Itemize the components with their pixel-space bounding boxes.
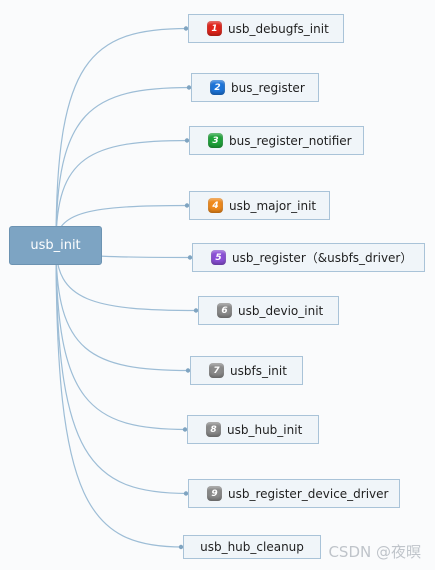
priority-7-icon: 7 [209,363,224,378]
node-label: usb_hub_cleanup [200,540,304,554]
node-label: usb_hub_init [227,422,303,437]
connector-endpoint-dot [185,368,191,373]
connector-line [55,244,184,548]
node-label: usb_debugfs_init [228,21,329,36]
priority-4-icon: 4 [208,198,223,213]
node-usb-hub-init[interactable]: 8 usb_hub_init [187,415,319,444]
connector-line [55,244,191,372]
connector-line [55,244,188,431]
connector-endpoint-dot [184,138,190,143]
priority-8-icon: 8 [206,422,221,437]
node-usb-devio-init[interactable]: 6 usb_devio_init [198,296,339,325]
connector-endpoint-dot [187,255,193,260]
watermark: CSDN @夜暝 [328,543,421,561]
root-node-label: usb_init [30,238,81,253]
priority-6-icon: 6 [217,303,232,318]
node-usb-debugfs-init[interactable]: 1 usb_debugfs_init [188,14,344,43]
connector-endpoint-dot [183,26,189,31]
node-bus-register[interactable]: 2 bus_register [191,73,319,102]
node-label: usb_devio_init [238,303,324,318]
node-label: usbfs_init [230,363,287,378]
connector-line [55,139,190,246]
connector-endpoint-dot [184,203,190,208]
connector-endpoint-dot [193,308,199,313]
root-node-usb-init[interactable]: usb_init [9,226,102,265]
node-bus-register-notifier[interactable]: 3 bus_register_notifier [189,126,364,155]
node-usb-hub-cleanup[interactable]: usb_hub_cleanup [183,535,321,559]
connector-endpoint-dot [178,544,184,550]
priority-2-icon: 2 [210,80,225,95]
connector-line [55,27,189,246]
priority-3-icon: 3 [208,133,223,148]
priority-1-icon: 1 [207,21,222,36]
connector-line [55,244,189,495]
node-usbfs-init[interactable]: 7 usbfs_init [190,356,303,385]
node-label: usb_major_init [229,198,317,213]
node-label: bus_register_notifier [229,133,352,148]
connector-endpoint-dot [182,427,188,432]
priority-5-icon: 5 [211,250,226,265]
connector-line [55,86,192,246]
priority-9-icon: 9 [207,486,222,501]
node-label: bus_register [231,80,305,95]
node-label: usb_register（&usbfs_driver） [232,251,413,265]
node-label: usb_register_device_driver [228,486,389,501]
connector-endpoint-dot [186,85,192,90]
node-usb-register-usbfs-driver[interactable]: 5 usb_register（&usbfs_driver） [192,243,425,272]
node-usb-register-device-driver[interactable]: 9 usb_register_device_driver [188,479,400,508]
connector-endpoint-dot [183,491,189,496]
node-usb-major-init[interactable]: 4 usb_major_init [189,191,330,220]
